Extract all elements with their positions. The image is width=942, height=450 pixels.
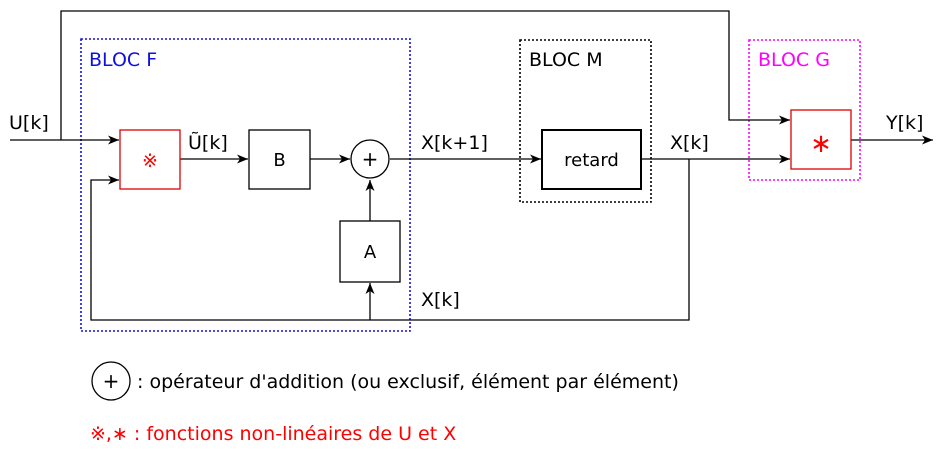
asterisk-icon: ∗ bbox=[810, 129, 832, 159]
adder-node: + bbox=[350, 139, 390, 179]
signal-x-feedback-label: X[k] bbox=[421, 289, 460, 311]
adder-symbol: + bbox=[362, 147, 379, 171]
legend-nonlinear-text: : fonctions non-linéaires de U et X bbox=[128, 423, 456, 445]
bloc-m-frame bbox=[519, 39, 652, 203]
a-block: A bbox=[339, 220, 401, 283]
signal-input-label: U[k] bbox=[9, 112, 49, 134]
b-block: B bbox=[248, 129, 311, 190]
wires bbox=[10, 10, 933, 321]
legend-nonlinear-symbols: ※,∗ bbox=[90, 423, 128, 445]
bloc-m-label: BLOC M bbox=[529, 49, 603, 71]
legend-adder-icon bbox=[91, 361, 131, 401]
nonlinear-f-block: ※ bbox=[119, 129, 181, 190]
signal-u-tilde-label: Ũ[k] bbox=[188, 131, 228, 154]
legend-nonlinear-line: ※,∗ : fonctions non-linéaires de U et X bbox=[90, 423, 456, 445]
retard-block: retard bbox=[541, 129, 642, 190]
bloc-g-label: BLOC G bbox=[758, 49, 830, 71]
bloc-g-frame bbox=[748, 39, 861, 181]
bloc-f-frame bbox=[80, 38, 411, 332]
nonlinear-g-block: ∗ bbox=[790, 109, 852, 170]
signal-x-out-label: X[k] bbox=[670, 132, 709, 154]
legend: + : opérateur d'addition (ou exclusif, é… bbox=[90, 361, 679, 445]
retard-block-label: retard bbox=[564, 150, 619, 171]
reference-mark-icon: ※ bbox=[142, 150, 158, 172]
signal-output-label: Y[k] bbox=[885, 112, 923, 134]
circle-plus-icon bbox=[350, 139, 390, 179]
signal-x-next-label: X[k+1] bbox=[421, 132, 488, 154]
legend-adder-symbol: + bbox=[103, 369, 120, 393]
bloc-f-label: BLOC F bbox=[89, 49, 157, 71]
b-block-label: B bbox=[273, 150, 285, 171]
a-block-label: A bbox=[364, 242, 377, 263]
legend-adder-text: : opérateur d'addition (ou exclusif, élé… bbox=[137, 371, 679, 393]
